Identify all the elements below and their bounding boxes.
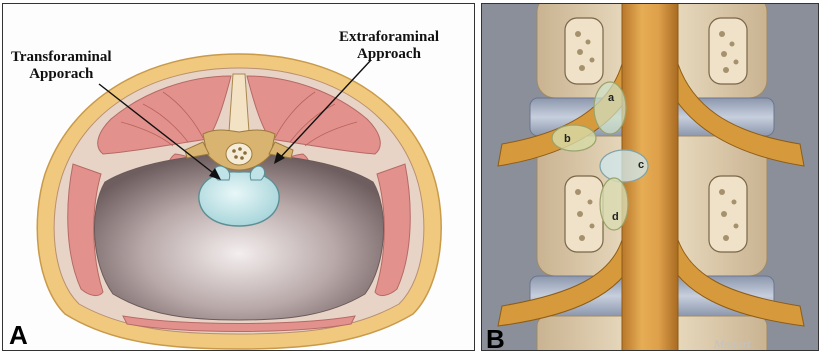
intervertebral-disc	[199, 172, 279, 226]
zone-label-a: a	[608, 92, 615, 104]
transforaminal-label: Transforaminal Apporach	[11, 49, 112, 83]
spinal-canal	[226, 143, 252, 165]
posterior-view-illustration: a b c d Modart	[482, 4, 819, 351]
zone-label-d: d	[612, 211, 619, 223]
transforaminal-label-line1: Transforaminal	[11, 49, 112, 66]
panel-letter-b: B	[486, 326, 505, 351]
zone-label-b: b	[564, 133, 571, 145]
zone-label-c: c	[638, 159, 644, 171]
transforaminal-label-line2: Apporach	[11, 66, 112, 83]
pedicle-upper-left	[565, 18, 603, 84]
pedicle-upper-right	[709, 18, 747, 84]
extraforaminal-label-line2: Approach	[339, 46, 439, 63]
panel-letter-a: A	[9, 322, 28, 348]
zone-a	[594, 82, 626, 134]
extraforaminal-label: Extraforaminal Approach	[339, 29, 439, 63]
pedicle-lower-left	[565, 176, 603, 252]
panel-b-posterior-view: a b c d Modart B	[481, 3, 819, 351]
artist-signature: Modart	[713, 340, 752, 351]
spinous-process	[229, 74, 249, 132]
pedicle-lower-right	[709, 176, 747, 252]
zone-b	[552, 125, 596, 151]
panel-a-axial-section: Transforaminal Apporach Extraforaminal A…	[2, 3, 475, 351]
extraforaminal-label-line1: Extraforaminal	[339, 29, 439, 46]
